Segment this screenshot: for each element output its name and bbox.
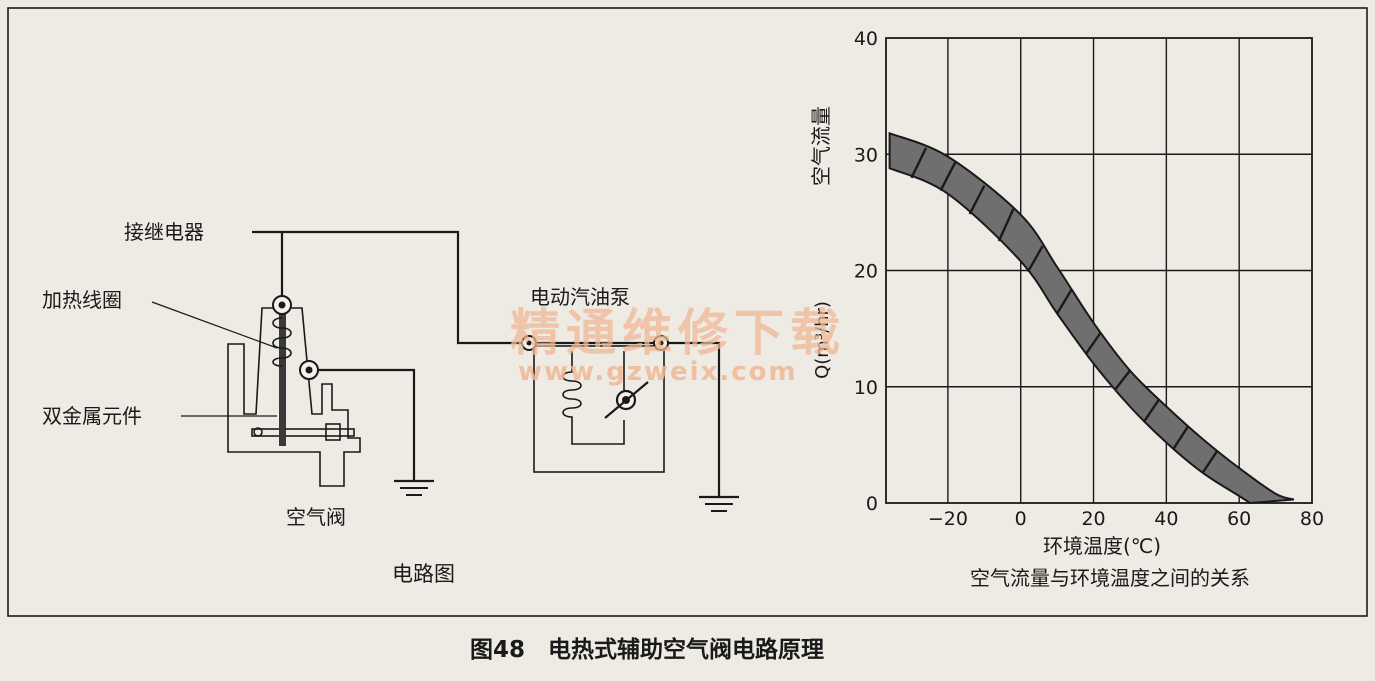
band-hatch-mark (1026, 245, 1044, 273)
x-tick-label: 80 (1300, 508, 1324, 530)
figure-frame (7, 7, 1368, 617)
y-tick-label: 20 (854, 261, 878, 283)
stem-pivot (253, 427, 263, 437)
watermark-title: 精通维修下载 (510, 303, 846, 362)
airflow-band-hatch (910, 147, 1219, 474)
circuit-diagram: 接继电器 加热线圈 双金属元件 空气阀 电动汽油泵 电路图 (42, 220, 739, 586)
bimetal-label: 双金属元件 (42, 404, 142, 428)
x-tick-label: 40 (1154, 508, 1178, 530)
band-hatch-mark (1172, 425, 1190, 450)
band-hatch-mark (968, 185, 986, 215)
airflow-chart: −20 0 20 40 60 80 0 10 20 30 40 空气流量 Q(m³/hr) 环境温度… (809, 28, 1324, 590)
valve-ground-wire (318, 368, 416, 480)
y-tick-label: 0 (866, 493, 878, 515)
x-tick-label: 0 (1015, 508, 1027, 530)
relay-wire (252, 230, 529, 345)
y-tick-label: 30 (854, 144, 878, 166)
x-axis-label: 环境温度(℃) (1043, 534, 1161, 558)
chart-grid (885, 37, 1313, 504)
x-tick-label: 20 (1081, 508, 1105, 530)
valve-gate (325, 423, 341, 441)
band-hatch-mark (1085, 331, 1102, 355)
airflow-band (888, 131, 1295, 505)
watermark-url: www.gzweix.com (518, 357, 798, 387)
band-hatch-mark (1056, 288, 1073, 315)
figure-caption: 图48 电热式辅助空气阀电路原理 (470, 636, 824, 663)
ground-symbol-valve (394, 479, 434, 496)
coil-leader-line (151, 301, 278, 349)
tick-labels: −20 0 20 40 60 80 0 10 20 30 40 (854, 28, 1324, 530)
ground-symbol-pump (699, 495, 739, 512)
pump-motor-arrow (604, 381, 649, 419)
pump-ground-wire (529, 341, 721, 496)
valve-stem (251, 428, 355, 437)
band-hatch-mark (997, 208, 1015, 242)
y-axis-unit: Q(m³/hr) (812, 301, 833, 379)
airflow-band-area (888, 131, 1295, 505)
air-valve-label: 空气阀 (286, 505, 346, 529)
band-hatch-mark (1201, 450, 1219, 474)
y-tick-label: 10 (854, 377, 878, 399)
x-tick-label: 60 (1227, 508, 1251, 530)
bimetal-strip (279, 304, 286, 446)
fuel-pump-label: 电动汽油泵 (530, 285, 630, 309)
coil-label: 加热线圈 (42, 288, 122, 312)
heating-coil (272, 317, 292, 367)
x-tick-label: −20 (928, 508, 968, 530)
pump-coil (562, 351, 625, 445)
band-hatch-mark (910, 147, 928, 179)
air-valve-body (227, 307, 361, 487)
coil-terminal-bottom-dot (305, 366, 313, 374)
chart-title: 空气流量与环境温度之间的关系 (970, 566, 1250, 590)
y-tick-label: 40 (854, 28, 878, 50)
fuel-pump-box (533, 345, 665, 473)
relay-label: 接继电器 (124, 220, 204, 244)
band-hatch-mark (939, 161, 957, 192)
band-hatch-mark (1143, 398, 1161, 422)
y-axis-label: 空气流量 (809, 106, 833, 186)
band-hatch-mark (1114, 369, 1131, 391)
circuit-subcaption: 电路图 (392, 562, 455, 586)
coil-terminal-top-dot (278, 301, 286, 309)
